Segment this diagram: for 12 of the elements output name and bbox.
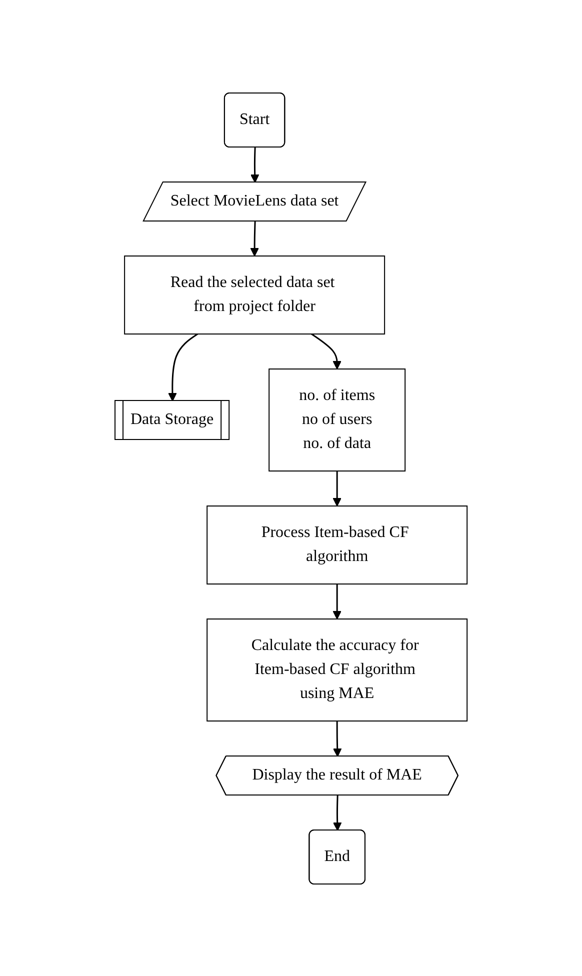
arrow bbox=[332, 584, 342, 619]
node-box: Calculate the accuracy for Item-based CF algorithm using MAE bbox=[206, 618, 468, 721]
arrow bbox=[250, 220, 259, 256]
arrow bbox=[311, 332, 342, 369]
arrow bbox=[332, 470, 342, 506]
arrow bbox=[250, 146, 260, 182]
node-box: Process Item-based CF algorithm bbox=[206, 505, 468, 584]
node-box: no. of items no of users no. of data bbox=[268, 368, 406, 471]
node-box: Read the selected data set from project folder bbox=[124, 255, 385, 334]
arrow bbox=[332, 794, 342, 830]
arrow bbox=[332, 720, 342, 756]
arrow bbox=[168, 332, 198, 401]
